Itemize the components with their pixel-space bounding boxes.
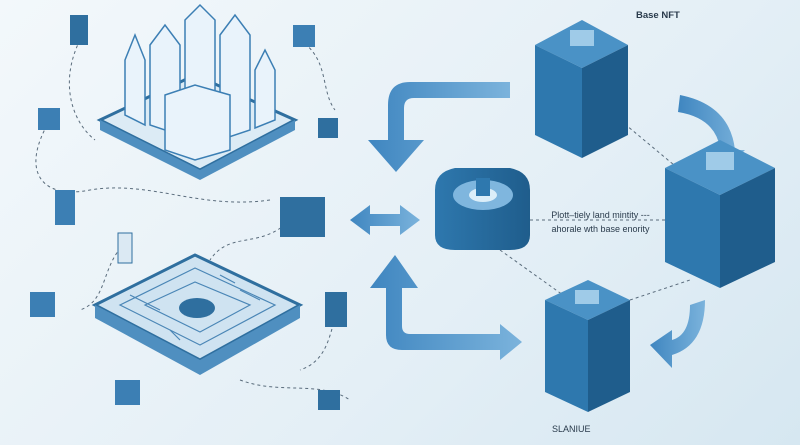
server-chip-icon — [575, 290, 599, 304]
maze-center-icon — [179, 298, 215, 318]
device-icon — [115, 380, 140, 405]
base-nft-label: Base NFT — [636, 10, 680, 21]
central-node-caption: Plott–tiely land mintity --- ahorale wth… — [538, 208, 663, 236]
arrow-left-down-icon — [368, 82, 510, 172]
city-platform — [96, 3, 299, 180]
device-icon — [318, 390, 340, 410]
caption-line-2: ahorale wth base enority — [551, 224, 650, 234]
device-icon — [318, 118, 338, 138]
maze-platform — [91, 253, 304, 375]
server-bottom — [545, 280, 630, 412]
device-icon — [293, 25, 315, 47]
device-icons — [30, 15, 347, 410]
device-icon — [38, 108, 60, 130]
device-icon — [280, 197, 325, 237]
server-chip-icon — [570, 30, 594, 46]
server-right — [665, 140, 775, 288]
central-node — [435, 168, 530, 250]
device-icon — [55, 190, 75, 225]
server-chip-icon — [706, 152, 734, 170]
device-icon — [30, 292, 55, 317]
bottom-server-label: SLANIUE — [552, 424, 591, 434]
server-top — [535, 20, 628, 158]
device-icon — [117, 232, 133, 264]
device-icon — [325, 292, 347, 327]
tower-icon — [476, 178, 490, 196]
arrow-up-right-icon — [370, 255, 522, 360]
arrow-curved-left-icon — [650, 300, 705, 368]
caption-line-1: Plott–tiely land mintity --- — [551, 210, 650, 220]
city-buildings-icon — [124, 3, 276, 161]
double-arrow-icon — [350, 205, 420, 235]
device-icon — [70, 15, 88, 45]
